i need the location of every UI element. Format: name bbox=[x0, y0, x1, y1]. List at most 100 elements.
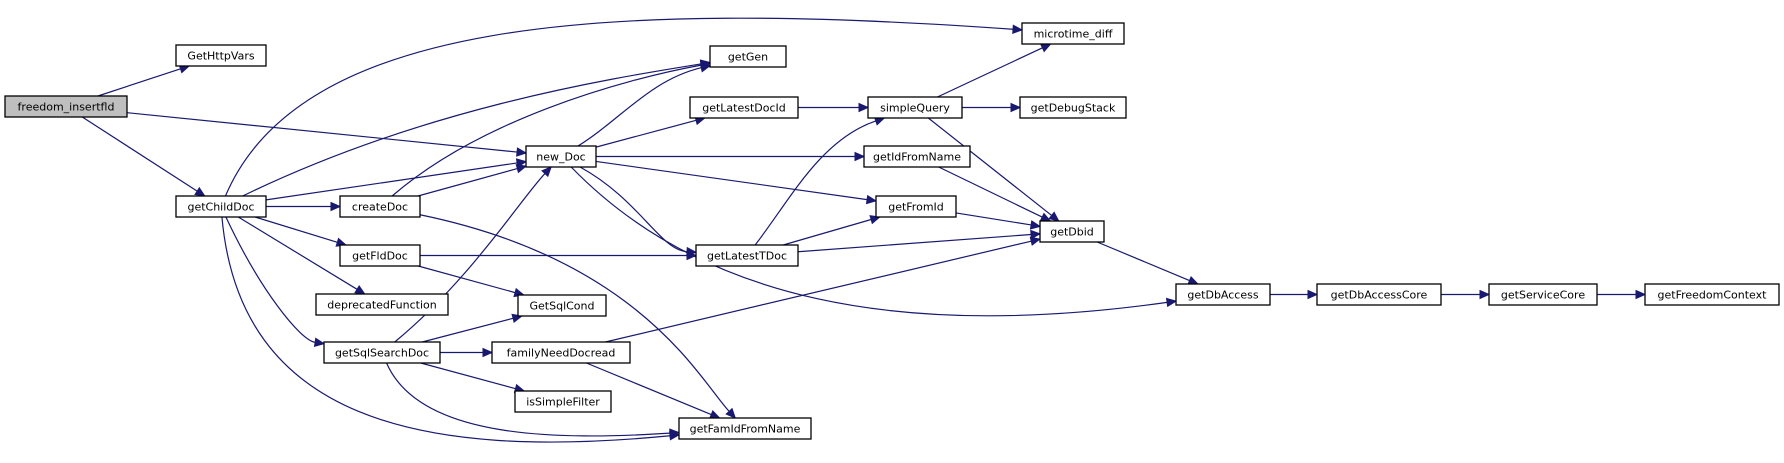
node-label: getSqlSearchDoc bbox=[335, 347, 429, 360]
node-label: GetSqlCond bbox=[530, 300, 595, 313]
edge-getChildDoc-to-getGen bbox=[242, 59, 712, 197]
node-GetHttpVars[interactable]: GetHttpVars bbox=[175, 44, 267, 67]
node-box bbox=[1488, 283, 1598, 306]
node-microtime_diff[interactable]: microtime_diff bbox=[1021, 22, 1125, 45]
edge-getChildDoc-to-createDoc bbox=[266, 201, 342, 212]
edge-simpleQuery-to-getDebugStack bbox=[962, 102, 1022, 113]
node-label: getDbAccessCore bbox=[1331, 289, 1428, 302]
edge-getFldDoc-to-GetSqlCond bbox=[418, 265, 525, 298]
edge-getLatestDocId-to-simpleQuery bbox=[798, 102, 870, 113]
edge-new_Doc-to-getLatestTDoc bbox=[579, 166, 698, 257]
node-label: getFldDoc bbox=[352, 250, 408, 263]
call-edges bbox=[81, 17, 1647, 443]
edge-new_Doc-to-getDbAccess bbox=[570, 166, 1178, 317]
node-box bbox=[1019, 96, 1127, 119]
edge-simpleQuery-to-getDbid bbox=[927, 117, 1060, 222]
node-label: getGen bbox=[728, 51, 768, 64]
node-getDebugStack[interactable]: getDebugStack bbox=[1019, 96, 1127, 119]
edge-getDbAccess-to-getDbAccessCore bbox=[1270, 289, 1319, 300]
edge-new_Doc-to-getFromId bbox=[595, 160, 878, 205]
edge-createDoc-to-new_Doc bbox=[417, 164, 528, 197]
node-getIdFromName[interactable]: getIdFromName bbox=[863, 145, 971, 168]
node-label: getDebugStack bbox=[1031, 102, 1116, 115]
edge-getSqlSearchDoc-to-familyNeedDocread bbox=[440, 347, 494, 358]
node-box bbox=[695, 244, 799, 267]
node-box bbox=[525, 145, 597, 168]
edge-getFromId-to-getDbid bbox=[955, 212, 1042, 230]
node-getLatestTDoc[interactable]: getLatestTDoc bbox=[695, 244, 799, 267]
function-nodes: freedom_insertfld GetHttpVars getChildDoc n… bbox=[4, 22, 1780, 440]
node-label: new_Doc bbox=[536, 151, 585, 164]
node-box bbox=[1039, 220, 1105, 243]
node-isSimpleFilter[interactable]: isSimpleFilter bbox=[514, 390, 612, 413]
node-freedom_insertfld[interactable]: freedom_insertfld bbox=[4, 95, 128, 118]
node-getFamIdFromName[interactable]: getFamIdFromName bbox=[678, 417, 812, 440]
node-box bbox=[1316, 283, 1442, 306]
node-box bbox=[315, 293, 449, 316]
node-box bbox=[339, 244, 421, 267]
node-getSqlSearchDoc[interactable]: getSqlSearchDoc bbox=[323, 341, 441, 364]
node-label: microtime_diff bbox=[1034, 28, 1113, 41]
node-box bbox=[175, 195, 267, 218]
node-label: getFromId bbox=[888, 201, 944, 214]
node-getFreedomContext[interactable]: getFreedomContext bbox=[1644, 283, 1780, 306]
edge-getServiceCore-to-getFreedomContext bbox=[1597, 289, 1647, 300]
node-getFldDoc[interactable]: getFldDoc bbox=[339, 244, 421, 267]
node-getFromId[interactable]: getFromId bbox=[875, 195, 957, 218]
edge-freedom_insertfld-to-new_Doc bbox=[126, 112, 528, 157]
node-box bbox=[1021, 22, 1125, 45]
node-box bbox=[514, 390, 612, 413]
node-createDoc[interactable]: createDoc bbox=[339, 195, 421, 218]
node-label: familyNeedDocread bbox=[507, 347, 616, 360]
node-label: getChildDoc bbox=[187, 201, 254, 214]
edge-getChildDoc-to-getFldDoc bbox=[254, 216, 348, 247]
node-label: isSimpleFilter bbox=[526, 396, 600, 409]
edge-getLatestTDoc-to-getFromId bbox=[783, 215, 881, 246]
node-getChildDoc[interactable]: getChildDoc bbox=[175, 195, 267, 218]
node-label: deprecatedFunction bbox=[327, 299, 436, 312]
node-familyNeedDocread[interactable]: familyNeedDocread bbox=[491, 341, 631, 364]
node-label: getServiceCore bbox=[1501, 289, 1585, 302]
node-new_Doc[interactable]: new_Doc bbox=[525, 145, 597, 168]
node-label: getLatestDocId bbox=[702, 102, 786, 115]
node-box bbox=[339, 195, 421, 218]
edge-getDbid-to-getDbAccess bbox=[1096, 241, 1199, 285]
node-deprecatedFunction[interactable]: deprecatedFunction bbox=[315, 293, 449, 316]
node-label: getDbAccess bbox=[1187, 289, 1258, 302]
edge-getDbAccessCore-to-getServiceCore bbox=[1441, 289, 1491, 300]
node-box bbox=[875, 195, 957, 218]
edge-simpleQuery-to-microtime_diff bbox=[937, 43, 1052, 98]
node-label: createDoc bbox=[352, 201, 408, 214]
node-getLatestDocId[interactable]: getLatestDocId bbox=[689, 96, 799, 119]
node-getGen[interactable]: getGen bbox=[709, 45, 787, 68]
edge-getFldDoc-to-getLatestTDoc bbox=[420, 250, 698, 261]
node-box bbox=[709, 45, 787, 68]
node-getServiceCore[interactable]: getServiceCore bbox=[1488, 283, 1598, 306]
node-simpleQuery[interactable]: simpleQuery bbox=[867, 96, 963, 119]
node-label: getFamIdFromName bbox=[690, 423, 801, 436]
node-label: getDbid bbox=[1050, 226, 1094, 239]
node-label: getIdFromName bbox=[873, 151, 961, 164]
edge-createDoc-to-getGen bbox=[391, 60, 712, 197]
edge-getChildDoc-to-new_Doc bbox=[265, 158, 528, 201]
node-getDbAccess[interactable]: getDbAccess bbox=[1175, 283, 1271, 306]
node-getDbid[interactable]: getDbid bbox=[1039, 220, 1105, 243]
node-box bbox=[517, 294, 607, 317]
node-GetSqlCond[interactable]: GetSqlCond bbox=[517, 294, 607, 317]
edge-getSqlSearchDoc-to-getFamIdFromName bbox=[386, 362, 681, 438]
edge-getChildDoc-to-microtime_diff bbox=[224, 17, 1024, 197]
node-label: GetHttpVars bbox=[187, 50, 254, 63]
node-label: getLatestTDoc bbox=[707, 250, 787, 263]
edge-new_Doc-to-getIdFromName bbox=[596, 151, 866, 162]
edge-freedom_insertfld-to-getChildDoc bbox=[81, 116, 206, 197]
node-getDbAccessCore[interactable]: getDbAccessCore bbox=[1316, 283, 1442, 306]
edge-freedom_insertfld-to-GetHttpVars bbox=[97, 64, 191, 97]
edge-getLatestTDoc-to-simpleQuery bbox=[754, 116, 886, 246]
edge-new_Doc-to-getGen bbox=[577, 63, 712, 147]
node-box bbox=[491, 341, 631, 364]
edge-getSqlSearchDoc-to-GetSqlCond bbox=[422, 313, 523, 343]
node-label: simpleQuery bbox=[880, 102, 950, 115]
node-label: getFreedomContext bbox=[1658, 289, 1768, 302]
edge-getSqlSearchDoc-to-isSimpleFilter bbox=[420, 362, 526, 394]
node-box bbox=[1644, 283, 1780, 306]
